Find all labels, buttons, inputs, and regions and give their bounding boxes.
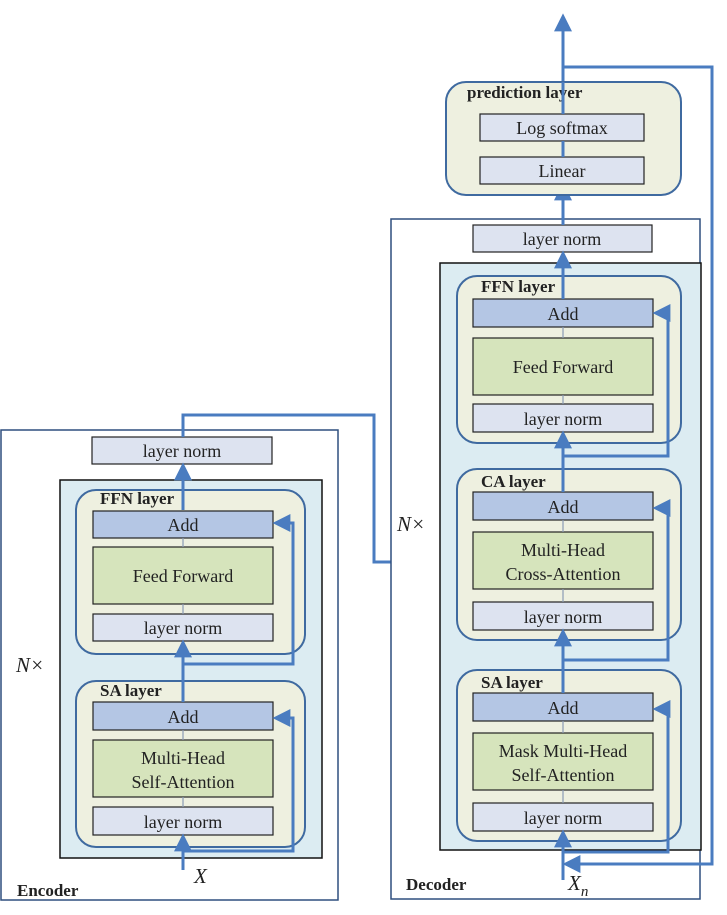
- decoder-final-norm-label: layer norm: [523, 229, 601, 249]
- decoder-cross-attention-line1: Multi-Head: [521, 540, 605, 560]
- encoder-sa-add-box: [92, 701, 274, 731]
- encoder-self-attention-line2: Self-Attention: [132, 772, 235, 792]
- decoder-label: Decoder: [406, 875, 467, 894]
- decoder-masked-attention-box: [472, 732, 654, 791]
- decoder-ca-add-label: Add: [548, 497, 579, 517]
- decoder-feed-forward-box: [472, 337, 654, 396]
- encoder-ffn-norm-label: layer norm: [144, 618, 222, 638]
- encoder-repeat-label: N×: [15, 653, 44, 677]
- decoder-ffn-title: FFN layer: [481, 277, 556, 296]
- encoder-feed-forward-label: Feed Forward: [133, 566, 233, 586]
- encoder-block: FFN layer Add Feed Forward layer norm SA…: [0, 413, 474, 901]
- decoder-ffn-norm-label: layer norm: [524, 409, 602, 429]
- encoder-sa-title: SA layer: [100, 681, 162, 700]
- decoder-sa-add-label: Add: [548, 698, 579, 718]
- encoder-self-attention-line1: Multi-Head: [141, 748, 225, 768]
- decoder-block: FFN layer Add Feed Forward layer norm CA…: [390, 13, 714, 900]
- decoder-arrows: [554, 13, 714, 880]
- decoder-sa-norm-box: [472, 802, 654, 832]
- encoder-input-label: X: [193, 864, 208, 888]
- decoder-cross-attention-line2: Cross-Attention: [506, 564, 621, 584]
- decoder-masked-attention-line1: Mask Multi-Head: [499, 741, 627, 761]
- encoder-ffn-norm-box: [92, 613, 274, 642]
- decoder-repeat-label: N×: [396, 512, 425, 536]
- prediction-layer: prediction layer Log softmax Linear: [445, 81, 682, 196]
- linear-label: Linear: [539, 161, 586, 181]
- encoder-feed-forward-box: [92, 546, 274, 605]
- decoder-ca-title: CA layer: [481, 472, 546, 491]
- linear-box: [479, 156, 645, 185]
- encoder-sa-add-label: Add: [168, 707, 199, 727]
- encoder-sa-norm-box: [92, 806, 274, 836]
- encoder-final-norm-label: layer norm: [143, 441, 221, 461]
- decoder-sa-norm-label: layer norm: [524, 808, 602, 828]
- decoder-sa-title: SA layer: [481, 673, 543, 692]
- encoder-ffn-add-label: Add: [168, 515, 199, 535]
- decoder-ffn-add-label: Add: [548, 304, 579, 324]
- log-softmax-label: Log softmax: [516, 118, 608, 138]
- prediction-layer-title: prediction layer: [467, 83, 583, 102]
- encoder-ffn-title: FFN layer: [100, 489, 175, 508]
- decoder-ca-norm-label: layer norm: [524, 607, 602, 627]
- decoder-input-label: Xn: [567, 871, 588, 900]
- decoder-feed-forward-label: Feed Forward: [513, 357, 613, 377]
- encoder-sa-norm-label: layer norm: [144, 812, 222, 832]
- decoder-cross-attention-box: [472, 531, 654, 590]
- encoder-label: Encoder: [17, 881, 79, 900]
- decoder-masked-attention-line2: Self-Attention: [512, 765, 615, 785]
